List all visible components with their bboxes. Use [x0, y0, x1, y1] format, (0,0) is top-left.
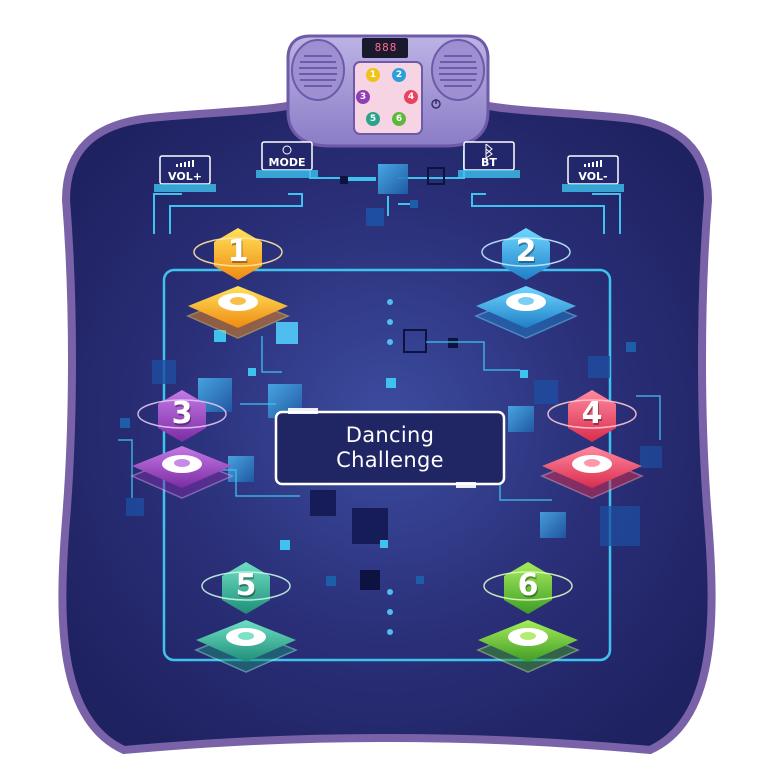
center-dots [387, 299, 393, 635]
mode-button[interactable] [256, 141, 318, 178]
title-box [274, 410, 506, 486]
mode-icon [282, 145, 292, 155]
pad-5-number: 5 [235, 568, 257, 603]
pad-3-number: 3 [171, 396, 193, 431]
bluetooth-icon [485, 143, 493, 159]
title-line-1: Dancing [345, 423, 435, 447]
pad-6-number: 6 [517, 568, 539, 603]
bt-label: BT [481, 156, 497, 169]
bt-button[interactable] [458, 141, 520, 178]
mode-label: MODE [268, 156, 306, 169]
pad-1[interactable] [186, 228, 290, 339]
mat-title: Dancing Challenge [276, 412, 504, 484]
pad-1-number: 1 [227, 234, 249, 269]
mini-pad-3: 3 [356, 90, 370, 104]
vol-up-button[interactable] [154, 155, 216, 192]
digit-display [362, 38, 408, 58]
vol-up-label: VOL+ [168, 170, 202, 183]
title-line-2: Challenge [336, 448, 444, 472]
pad-4[interactable] [540, 390, 644, 499]
mini-pad-4: 4 [404, 90, 418, 104]
pad-5[interactable] [194, 562, 298, 673]
mini-pad-5: 5 [366, 112, 380, 126]
pad-3[interactable] [130, 390, 234, 499]
pad-4-number: 4 [581, 396, 603, 431]
pad-2[interactable] [474, 228, 578, 339]
digit-display-value: 888 [374, 41, 398, 54]
mini-pad-2: 2 [392, 68, 406, 82]
vol-down-label: VOL- [578, 170, 608, 183]
vol-down-button[interactable] [562, 155, 624, 192]
pad-6[interactable] [476, 562, 580, 673]
pad-2-number: 2 [515, 234, 537, 269]
mini-pad-6: 6 [392, 112, 406, 126]
mini-pad-1: 1 [366, 68, 380, 82]
